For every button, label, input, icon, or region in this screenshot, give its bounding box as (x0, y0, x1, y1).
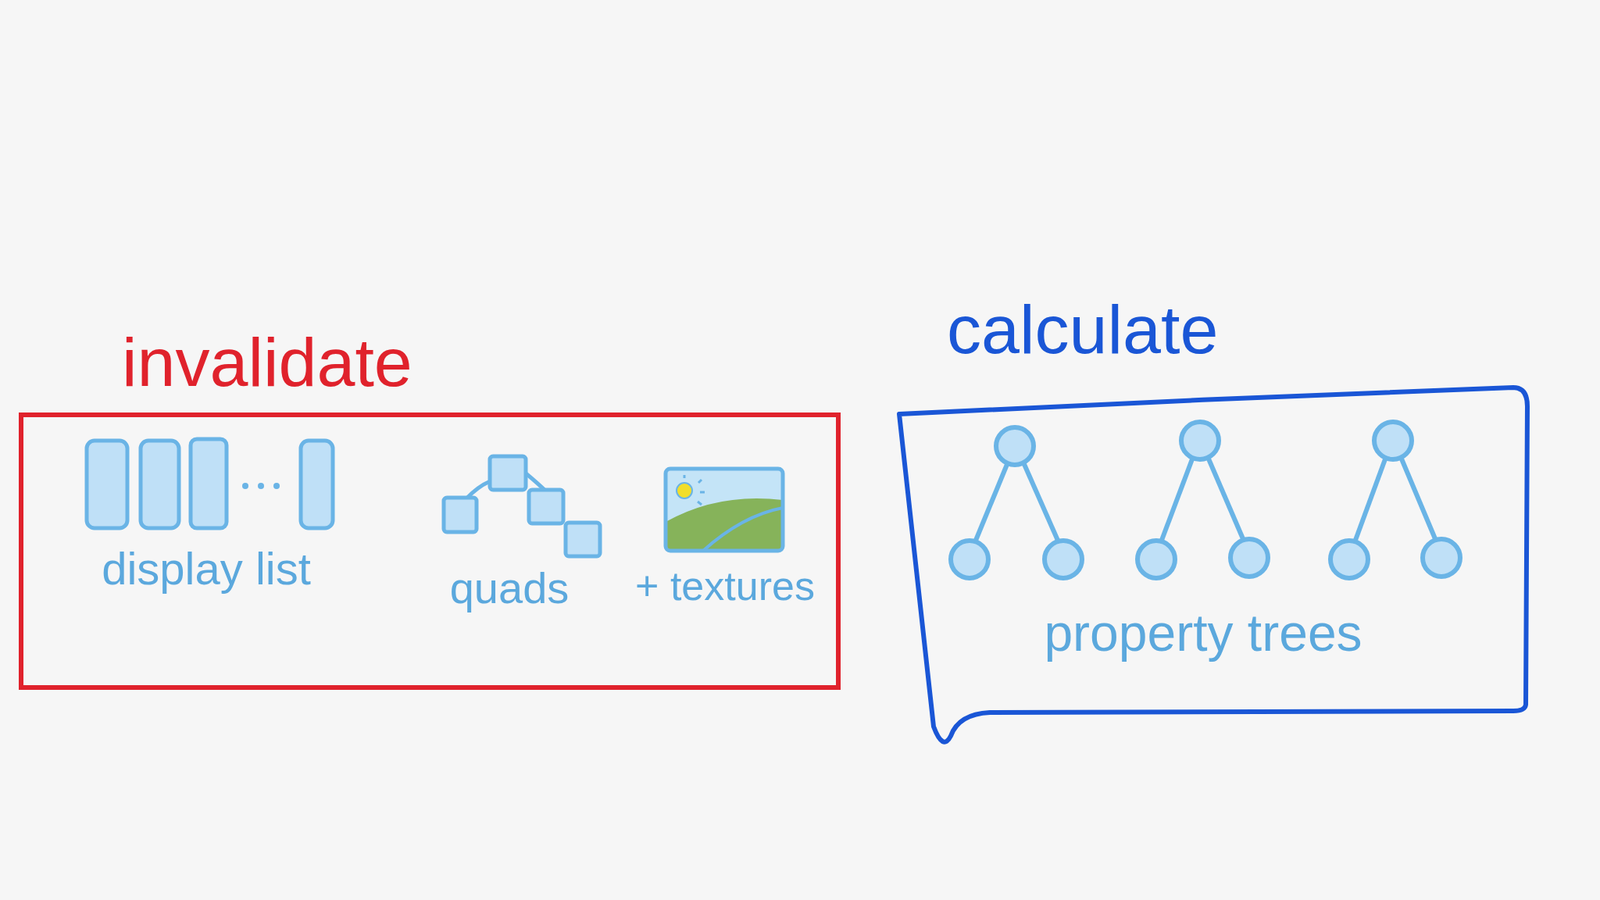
group-heading: invalidate (121, 325, 413, 401)
display-item (140, 440, 179, 529)
texture-icon (665, 468, 783, 551)
group-box: calculateproperty trees (896, 382, 1532, 754)
texture-sun (676, 482, 693, 499)
texture-frame (665, 468, 783, 551)
property-trees-icon (950, 421, 1461, 579)
group-heading: calculate (946, 292, 1218, 368)
tree (1137, 421, 1268, 579)
ellipsis-dot (257, 482, 265, 490)
display-item (190, 439, 227, 529)
tree (1330, 421, 1461, 579)
tree (950, 427, 1083, 579)
quad (528, 489, 564, 524)
quad (565, 522, 600, 557)
illustration-label: property trees (1043, 604, 1362, 662)
quad (443, 497, 477, 533)
ellipsis-dot (273, 482, 280, 490)
quad (489, 456, 526, 490)
display-item (86, 440, 128, 529)
illustration-label: quads (450, 564, 570, 613)
quads-icon (443, 456, 600, 557)
group-box: invalidatedisplay listquads+ textures (18, 412, 841, 690)
illustration-label: display list (101, 543, 311, 594)
texture-sky (665, 468, 783, 551)
ellipsis-dot (242, 482, 249, 490)
illustration-label: + textures (635, 564, 815, 609)
display-list-icon (86, 439, 333, 529)
texture-hill (665, 498, 783, 551)
texture-path (703, 507, 783, 551)
group-outline (896, 382, 1532, 754)
sun-rays (684, 475, 705, 505)
display-item (300, 440, 333, 529)
